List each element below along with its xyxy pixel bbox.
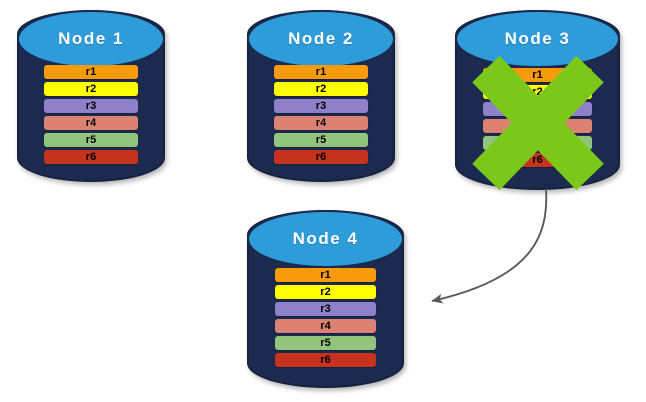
node-3-row-r3[interactable]: r3 xyxy=(483,102,592,116)
node-3-cylinder-top: Node 3 xyxy=(455,10,620,68)
node-3-row-r6[interactable]: r6 xyxy=(483,153,592,167)
node-2-row-r3[interactable]: r3 xyxy=(274,99,368,113)
node-1-row-r6[interactable]: r6 xyxy=(44,150,138,164)
node-2-row-r2[interactable]: r2 xyxy=(274,82,368,96)
node-4-row-r5[interactable]: r5 xyxy=(275,336,376,350)
node-2-label: Node 2 xyxy=(288,29,354,48)
node-4[interactable]: Node 4 r1 r2 r3 r4 r5 r6 xyxy=(247,210,404,388)
node-2[interactable]: Node 2 r1 r2 r3 r4 r5 r6 xyxy=(247,10,395,182)
node-4-row-r1[interactable]: r1 xyxy=(275,268,376,282)
node-1-cylinder-top: Node 1 xyxy=(17,10,165,68)
node-2-row-r6[interactable]: r6 xyxy=(274,150,368,164)
node-1[interactable]: Node 1 r1 r2 r3 r4 r5 r6 xyxy=(17,10,165,182)
node-3-row-r1[interactable]: r1 xyxy=(483,68,592,82)
node-4-rows: r1 r2 r3 r4 r5 r6 xyxy=(275,268,376,367)
node-4-row-r6[interactable]: r6 xyxy=(275,353,376,367)
node-1-row-r1[interactable]: r1 xyxy=(44,65,138,79)
node-3-row-r5[interactable]: r5 xyxy=(483,136,592,150)
node-1-label: Node 1 xyxy=(58,29,124,48)
node-3[interactable]: Node 3 r1 r2 r3 r4 r5 r6 xyxy=(455,10,620,191)
node-3-label: Node 3 xyxy=(504,29,571,48)
node-1-rows: r1 r2 r3 r4 r5 r6 xyxy=(44,65,138,164)
node-3-row-r4[interactable]: r4 xyxy=(483,119,592,133)
node-1-row-r5[interactable]: r5 xyxy=(44,133,138,147)
node-4-row-r2[interactable]: r2 xyxy=(275,285,376,299)
node-2-row-r4[interactable]: r4 xyxy=(274,116,368,130)
node-1-row-r2[interactable]: r2 xyxy=(44,82,138,96)
failover-arrow-path xyxy=(431,188,548,304)
node-1-row-r4[interactable]: r4 xyxy=(44,116,138,130)
node-4-row-r4[interactable]: r4 xyxy=(275,319,376,333)
node-2-row-r5[interactable]: r5 xyxy=(274,133,368,147)
node-4-row-r3[interactable]: r3 xyxy=(275,302,376,316)
node-2-cylinder-top: Node 2 xyxy=(247,10,395,68)
node-2-rows: r1 r2 r3 r4 r5 r6 xyxy=(274,65,368,164)
node-2-row-r1[interactable]: r1 xyxy=(274,65,368,79)
node-3-rows: r1 r2 r3 r4 r5 r6 xyxy=(483,68,592,167)
node-4-label: Node 4 xyxy=(292,229,359,248)
node-4-cylinder-top: Node 4 xyxy=(247,210,404,268)
node-3-row-r2[interactable]: r2 xyxy=(483,85,592,99)
node-1-row-r3[interactable]: r3 xyxy=(44,99,138,113)
